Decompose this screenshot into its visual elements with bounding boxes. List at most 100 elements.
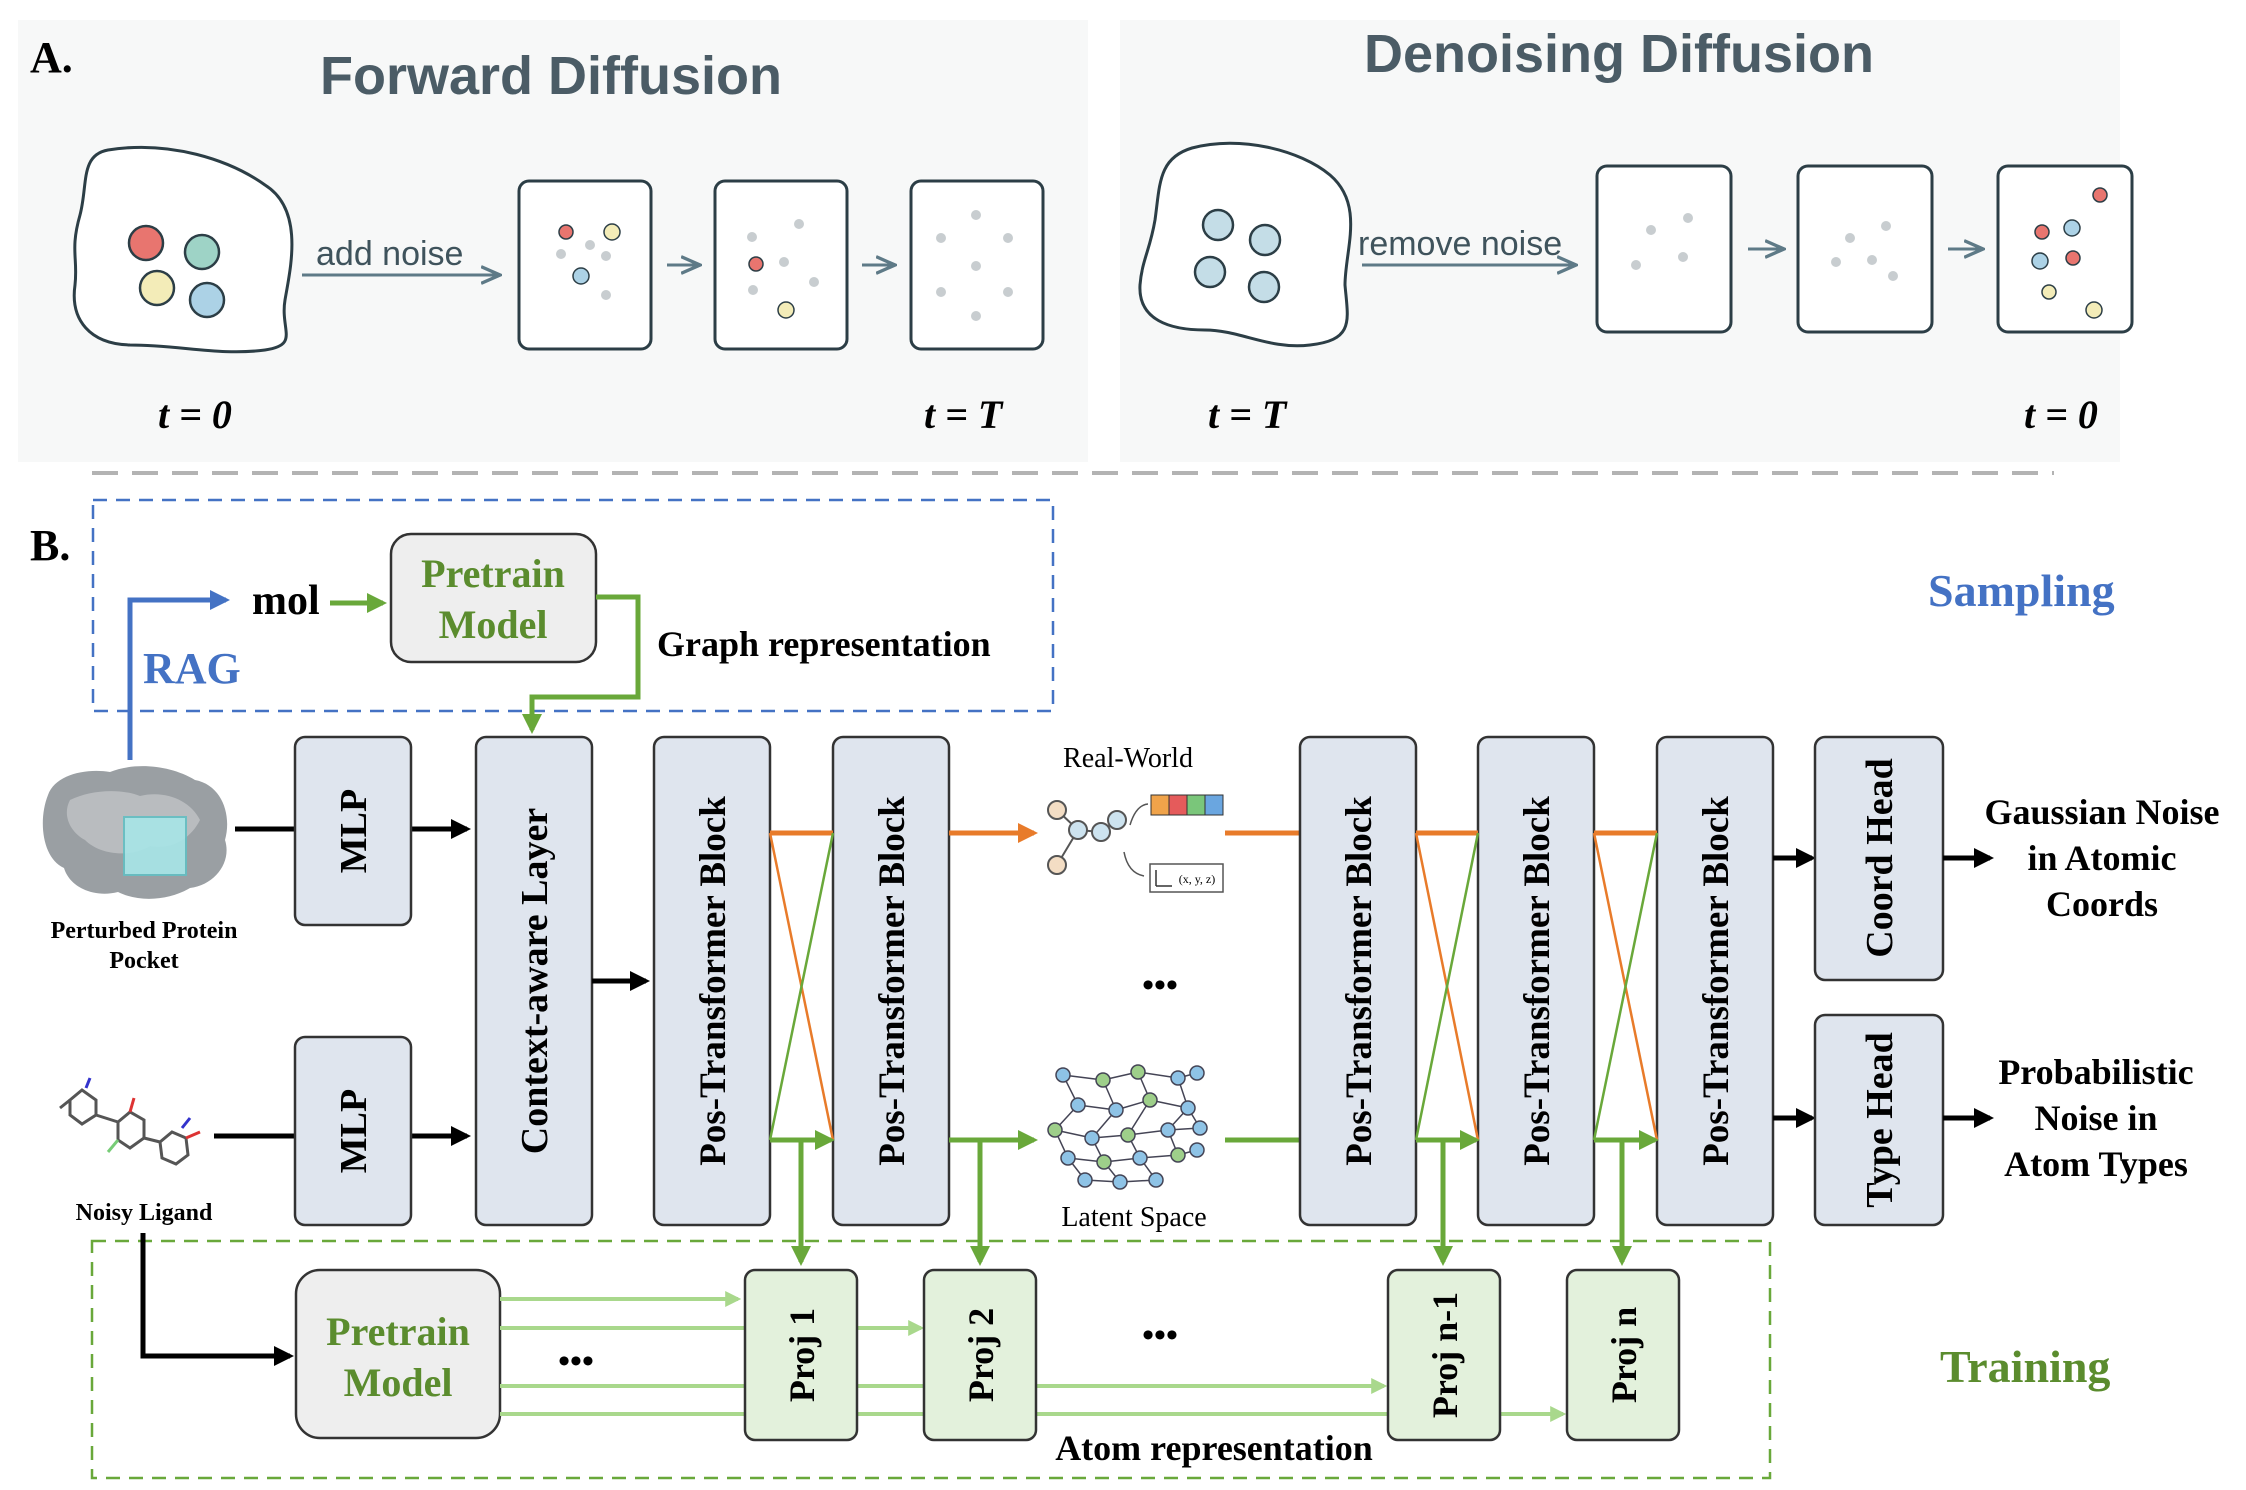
noise-dot bbox=[1881, 221, 1891, 231]
proj-box-n-1 bbox=[1386, 1268, 1502, 1442]
noise-dot bbox=[971, 311, 981, 321]
middle-ellipsis: ••• bbox=[1142, 967, 1178, 1004]
atom-faded bbox=[1193, 255, 1227, 289]
types-output-line-3: Atom Types bbox=[2004, 1144, 2188, 1184]
sampling-region bbox=[91, 498, 1055, 713]
protein-pocket-image bbox=[42, 766, 228, 899]
pos-transformer-label-1: Pos-Transformer Block bbox=[693, 796, 734, 1166]
types-output-line-1: Probabilistic bbox=[1998, 1052, 2193, 1092]
denoise-frame-1 bbox=[1595, 164, 1733, 334]
proj-label-n-1: Proj n-1 bbox=[1425, 1292, 1465, 1418]
latent-space-graph-icon bbox=[1047, 1064, 1208, 1190]
forward-time-start: t = 0 bbox=[158, 392, 232, 437]
noise-dot bbox=[779, 257, 789, 267]
proj-box-1 bbox=[743, 1268, 859, 1442]
rag-arrow bbox=[127, 590, 230, 760]
mlp-box-protein bbox=[293, 735, 413, 927]
xyz-coordinate-icon: (x, y, z) bbox=[1123, 851, 1224, 893]
noise-dot bbox=[1888, 271, 1898, 281]
proj-label-n: Proj n bbox=[1604, 1307, 1644, 1403]
training-ellipsis-left: ••• bbox=[558, 1343, 594, 1380]
green-cross bbox=[768, 832, 835, 1141]
atom-blue-small bbox=[2063, 219, 2081, 237]
noise-dot bbox=[601, 251, 611, 261]
atom-yellow-small bbox=[603, 223, 621, 241]
pos-transformer-label-5: Pos-Transformer Block bbox=[1696, 796, 1737, 1166]
denoise-frame-2 bbox=[1796, 164, 1934, 334]
noise-dot bbox=[809, 277, 819, 287]
atom-red-small bbox=[748, 256, 764, 272]
atom-blue-small bbox=[572, 267, 590, 285]
noise-dot bbox=[1631, 260, 1641, 270]
panel-a-label: A. bbox=[30, 33, 73, 82]
atom-blue-small bbox=[2031, 252, 2049, 270]
atom-faded bbox=[1248, 223, 1282, 257]
noise-dot bbox=[1683, 213, 1693, 223]
denoising-diffusion-title: Denoising Diffusion bbox=[1364, 24, 1874, 84]
pretrain-model-bottom bbox=[294, 1268, 502, 1440]
denoise-time-end: t = 0 bbox=[2024, 392, 2098, 437]
mlp-box-ligand bbox=[293, 1035, 413, 1227]
coord-head-label: Coord Head bbox=[1859, 758, 1901, 958]
noise-dot bbox=[971, 261, 981, 271]
noise-dot bbox=[601, 290, 611, 300]
mol-label: mol bbox=[252, 578, 320, 624]
pos-transformer-label-3: Pos-Transformer Block bbox=[1339, 796, 1380, 1166]
atom-red-small bbox=[2034, 224, 2050, 240]
atom-red-small bbox=[558, 224, 574, 240]
remove-noise-label: remove noise bbox=[1358, 225, 1562, 263]
atom-yellow-small bbox=[2041, 284, 2057, 300]
protein-label-line-2: Pocket bbox=[109, 948, 178, 974]
pos-transformer-label-2: Pos-Transformer Block bbox=[872, 796, 913, 1166]
forward-time-end: t = T bbox=[924, 392, 1004, 437]
panel-b-label: B. bbox=[30, 521, 70, 570]
pretrain-bottom-line-2: Model bbox=[344, 1360, 453, 1405]
noise-dot bbox=[1003, 287, 1013, 297]
training-label: Training bbox=[1940, 1341, 2110, 1392]
noise-dot bbox=[794, 219, 804, 229]
pos-transformer-block-2 bbox=[831, 735, 951, 1227]
rag-label: RAG bbox=[143, 644, 241, 693]
noise-dot bbox=[936, 287, 946, 297]
ligand-label: Noisy Ligand bbox=[76, 1200, 213, 1226]
context-layer-label: Context-aware Layer bbox=[514, 808, 556, 1155]
atom-faded bbox=[1247, 270, 1281, 304]
coords-output-line-1: Gaussian Noise bbox=[1984, 792, 2219, 832]
proj-label-1: Proj 1 bbox=[782, 1308, 822, 1402]
noise-dot bbox=[971, 210, 981, 220]
noise-dot bbox=[1845, 233, 1855, 243]
coords-output-line-3: Coords bbox=[2046, 884, 2158, 924]
noise-dot bbox=[585, 240, 595, 250]
denoise-frame-3 bbox=[1996, 164, 2134, 334]
noise-dot bbox=[747, 232, 757, 242]
molecule-blob-denoise bbox=[1138, 141, 1353, 348]
real-world-label: Real-World bbox=[1063, 743, 1193, 774]
pos-transformer-block-3 bbox=[1298, 735, 1418, 1227]
noise-dot bbox=[1831, 257, 1841, 267]
noise-dot bbox=[1003, 233, 1013, 243]
latent-space-label: Latent Space bbox=[1061, 1202, 1206, 1233]
protein-label-line-1: Perturbed Protein bbox=[51, 918, 238, 944]
coords-output-line-2: in Atomic bbox=[2028, 838, 2177, 878]
proj-label-2: Proj 2 bbox=[961, 1308, 1001, 1402]
forward-diffusion-title: Forward Diffusion bbox=[320, 46, 782, 106]
proj-box-2 bbox=[922, 1268, 1038, 1442]
training-ellipsis-middle: ••• bbox=[1142, 1317, 1178, 1354]
noise-dot bbox=[936, 233, 946, 243]
proj-box-n bbox=[1565, 1268, 1681, 1442]
noise-dot bbox=[1867, 255, 1877, 265]
molecule-blob-forward bbox=[72, 145, 294, 354]
ligand-to-pretrain-arrow bbox=[140, 1233, 294, 1366]
graph-representation-arrow bbox=[522, 594, 641, 734]
atom-teal bbox=[183, 233, 221, 271]
atom-yellow bbox=[138, 269, 176, 307]
noise-dot bbox=[748, 285, 758, 295]
add-noise-label: add noise bbox=[316, 235, 463, 273]
pos-transformer-block-4 bbox=[1476, 735, 1596, 1227]
green-cross bbox=[1414, 832, 1480, 1141]
xyz-label: (x, y, z) bbox=[1179, 872, 1216, 886]
type-head-label: Type Head bbox=[1859, 1032, 1901, 1208]
mlp-label-ligand: MLP bbox=[333, 1089, 375, 1173]
pos-transformer-label-4: Pos-Transformer Block bbox=[1517, 796, 1558, 1166]
atom-red-small bbox=[2092, 187, 2108, 203]
